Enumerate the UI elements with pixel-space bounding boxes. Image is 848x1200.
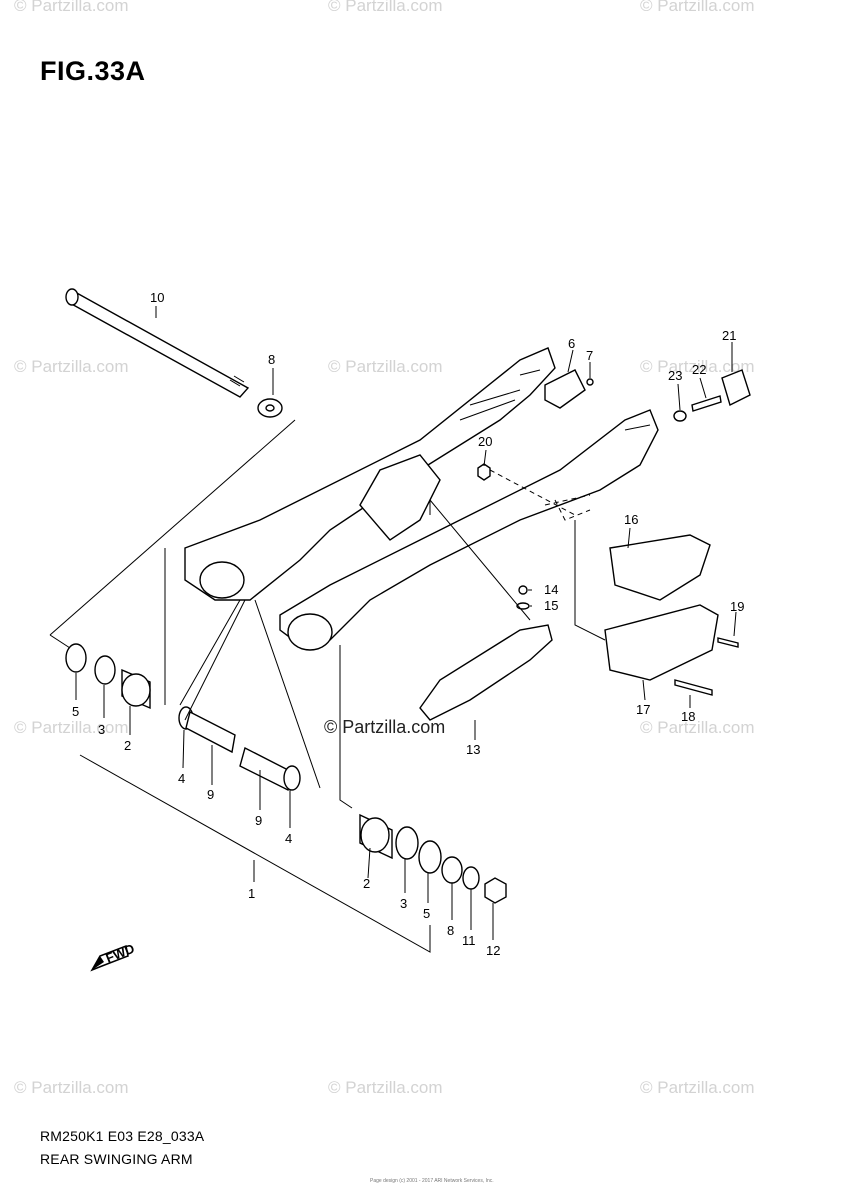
watermark-center: © Partzilla.com (324, 717, 446, 737)
callout: 17 (636, 702, 650, 717)
callout: 5 (423, 906, 430, 921)
chain-buffer (419, 624, 553, 721)
nut (484, 877, 507, 904)
chain-guide (609, 534, 711, 601)
watermark: © Partzilla.com (640, 357, 755, 376)
collar (185, 710, 236, 754)
callout: 20 (478, 434, 492, 449)
seal (418, 840, 442, 874)
watermark: © Partzilla.com (640, 0, 755, 15)
callout: 2 (124, 738, 131, 753)
adjuster-block (721, 369, 751, 406)
chain-guide-bracket (604, 604, 719, 681)
fwd-label: FWD (104, 941, 137, 966)
watermark: © Partzilla.com (328, 0, 443, 15)
callout: 11 (462, 933, 476, 948)
watermark: © Partzilla.com (14, 1078, 129, 1097)
callout: 8 (447, 923, 454, 938)
callout: 8 (268, 352, 275, 367)
watermark: © Partzilla.com (640, 1078, 755, 1097)
swing-arm (184, 347, 659, 651)
callout: 9 (255, 813, 262, 828)
spacer (94, 655, 116, 685)
callout: 6 (568, 336, 575, 351)
callout: 18 (681, 709, 695, 724)
callout: 7 (586, 348, 593, 363)
seal (65, 643, 87, 673)
figure-code: RM250K1 E03 E28_033A (40, 1128, 205, 1144)
callout: 12 (486, 943, 500, 958)
figure-name: REAR SWINGING ARM (40, 1151, 193, 1167)
chain-adjuster-plate (544, 369, 586, 409)
callout: 4 (285, 831, 292, 846)
pivot-shaft (65, 288, 250, 398)
callout: 2 (363, 876, 370, 891)
callout: 3 (400, 896, 407, 911)
callout: 23 (668, 368, 682, 383)
callout: 3 (98, 722, 105, 737)
watermark: © Partzilla.com (640, 718, 755, 737)
watermark: © Partzilla.com (14, 718, 129, 737)
callout: 16 (624, 512, 638, 527)
callout: 19 (730, 599, 744, 614)
nut (477, 463, 491, 481)
watermark: © Partzilla.com (14, 357, 129, 376)
watermark: © Partzilla.com (328, 1078, 443, 1097)
watermark: © Partzilla.com (14, 0, 129, 15)
fwd-arrow-icon: FWD (90, 941, 137, 972)
callout: 21 (722, 328, 736, 343)
callout: 4 (178, 771, 185, 786)
callout: 13 (466, 742, 480, 757)
watermark: © Partzilla.com (328, 357, 443, 376)
washer (441, 856, 463, 884)
callout: 5 (72, 704, 79, 719)
callout: 22 (692, 362, 706, 377)
spacer (395, 826, 419, 860)
callout: 15 (544, 598, 558, 613)
fine-print: Page design (c) 2001 - 2017 ARI Network … (370, 1178, 494, 1184)
callouts: 10 8 6 7 21 22 23 20 16 14 15 19 17 18 1… (72, 290, 744, 958)
leader-lines (49, 306, 737, 953)
callout: 10 (150, 290, 164, 305)
figure-title: FIG.33A (40, 56, 146, 86)
washer (462, 866, 480, 890)
callout: 14 (544, 582, 558, 597)
callout: 1 (248, 886, 255, 901)
collar (239, 746, 293, 792)
callout: 9 (207, 787, 214, 802)
